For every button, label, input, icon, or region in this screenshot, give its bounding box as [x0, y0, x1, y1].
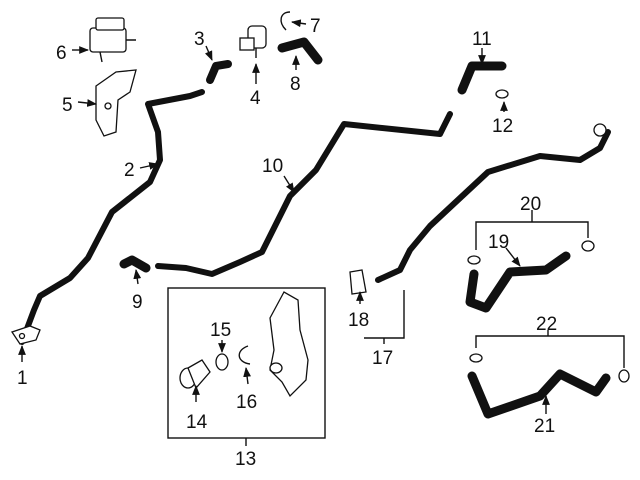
part-9-hose [119, 255, 151, 273]
callout-9: 9 [132, 292, 143, 313]
callout-13: 13 [235, 449, 256, 470]
part-20-seal-left [467, 255, 481, 265]
part-16-clip [238, 345, 251, 365]
part-5-bracket [95, 69, 137, 137]
callout-11: 11 [472, 29, 492, 50]
part-18-sleeve [349, 269, 367, 295]
part-21-hose [467, 369, 611, 419]
callout-19: 19 [488, 232, 509, 253]
callout-20: 20 [520, 194, 541, 215]
part-11-hose [457, 61, 507, 95]
callout-6: 6 [56, 43, 67, 64]
part-13-housing [269, 291, 309, 398]
callout-22: 22 [536, 314, 557, 335]
part-3-hose [206, 60, 232, 84]
part-1-bracket [10, 325, 41, 345]
part-19-hose [465, 251, 571, 313]
callout-2: 2 [124, 160, 135, 181]
callout-10: 10 [262, 156, 283, 177]
part-4-valve [239, 25, 267, 58]
leader-lines [18, 19, 625, 446]
part-7-clamp [280, 11, 291, 31]
callout-16: 16 [236, 392, 257, 413]
part-6-canister [89, 17, 136, 63]
callout-14: 14 [186, 412, 208, 433]
part-20-seal-right [581, 240, 595, 252]
part-17-line [375, 123, 611, 283]
callout-15: 15 [210, 320, 231, 341]
part-15-oring [215, 353, 229, 371]
callout-8: 8 [290, 74, 301, 95]
part-14-sleeve [179, 359, 211, 390]
callout-labels: 1 2 3 4 5 6 7 8 9 10 11 12 13 14 15 16 1… [17, 16, 557, 470]
part-12-cap [495, 89, 509, 99]
callout-4: 4 [250, 88, 261, 109]
callout-5: 5 [62, 95, 73, 116]
part-22-seal-right [618, 369, 630, 383]
part-22-seal-left [469, 353, 483, 363]
part-8-hose [277, 37, 323, 65]
part-2-line [19, 89, 205, 345]
callout-12: 12 [492, 116, 513, 137]
callout-3: 3 [194, 29, 205, 50]
callout-17: 17 [372, 348, 393, 369]
callout-21: 21 [534, 416, 555, 437]
callout-1: 1 [17, 368, 28, 389]
callout-18: 18 [348, 310, 369, 331]
callout-7: 7 [310, 16, 321, 37]
part-10-line [155, 111, 453, 277]
